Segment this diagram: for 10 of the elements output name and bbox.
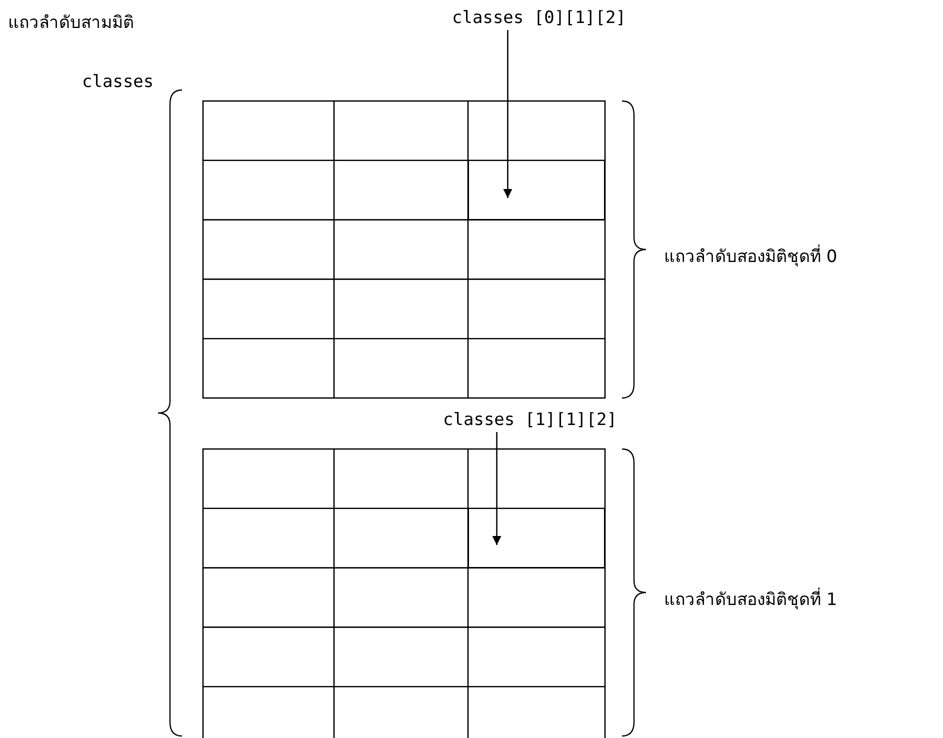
array-name: classes bbox=[82, 72, 154, 92]
array-element-label: classes [0][1][2] bbox=[452, 8, 626, 28]
arrow bbox=[492, 432, 502, 545]
table-cell bbox=[468, 160, 605, 220]
brace-label: แถวลำดับสองมิติชุดที่ 0 bbox=[664, 242, 838, 269]
brace-label: แถวลำดับสองมิติชุดที่ 1 bbox=[664, 585, 838, 612]
arrow bbox=[503, 30, 512, 198]
array-title: แถวลำดับสามมิติ bbox=[8, 12, 134, 35]
table-cell bbox=[468, 508, 605, 568]
array-element-label: classes [1][1][2] bbox=[443, 410, 617, 430]
